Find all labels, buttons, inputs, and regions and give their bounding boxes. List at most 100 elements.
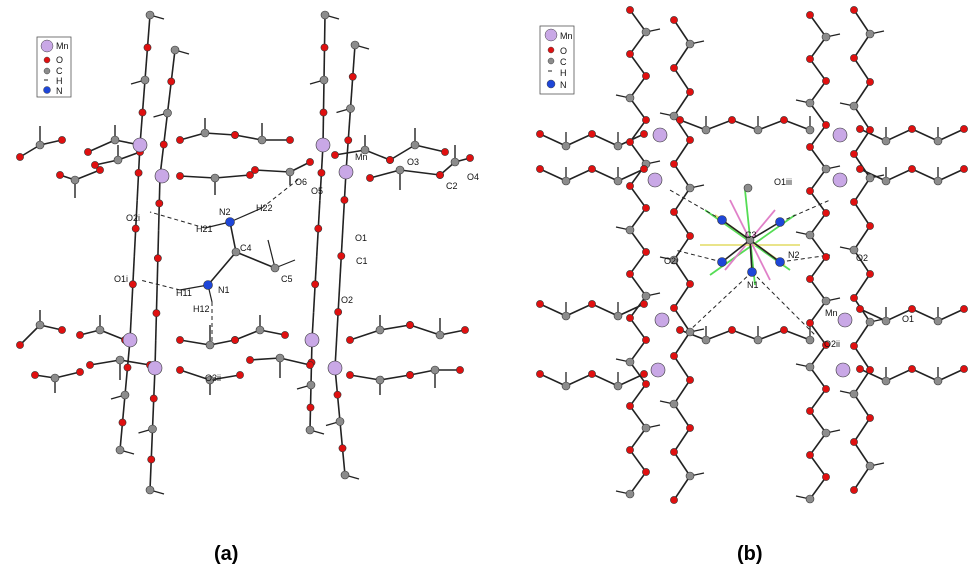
atom-o xyxy=(960,365,968,373)
atom-o xyxy=(670,208,678,216)
label-o3: O3 xyxy=(407,157,419,167)
bond xyxy=(591,168,619,182)
bond xyxy=(853,321,871,347)
label-h11: H11 xyxy=(176,288,192,298)
bond xyxy=(629,9,647,33)
bond xyxy=(853,441,871,467)
atom-c xyxy=(145,10,155,20)
label-o2: O2 xyxy=(341,295,353,305)
bond xyxy=(235,251,276,269)
atom-c xyxy=(319,75,329,85)
label-n1: N1 xyxy=(747,280,759,290)
bond xyxy=(853,393,871,419)
atom-c xyxy=(340,470,350,480)
atom-o xyxy=(314,224,323,233)
atom-c xyxy=(641,291,651,301)
bond xyxy=(414,144,446,153)
atom-o xyxy=(856,125,864,133)
atom-c xyxy=(669,399,679,409)
bond xyxy=(154,313,158,341)
atom-o xyxy=(311,280,320,289)
atom-o xyxy=(86,361,94,369)
atom-mn xyxy=(327,360,343,376)
atom-o xyxy=(286,136,294,144)
atom-n xyxy=(717,215,727,225)
atom-o xyxy=(159,140,168,149)
bond xyxy=(229,221,237,253)
bond xyxy=(853,177,871,203)
atom-c xyxy=(805,98,815,108)
bond xyxy=(249,357,281,361)
atom-o xyxy=(346,371,354,379)
bond xyxy=(911,128,939,142)
label-n1: N1 xyxy=(218,285,230,295)
bond xyxy=(809,476,827,500)
legend-a-mn: Mn xyxy=(56,41,69,51)
atom-o xyxy=(436,171,444,179)
legend-a-c: C xyxy=(56,66,63,76)
atom-c xyxy=(561,176,571,186)
atom-o xyxy=(176,172,184,180)
bond xyxy=(673,19,691,45)
bond xyxy=(267,239,276,269)
atom-o xyxy=(331,151,339,159)
bond xyxy=(809,36,827,60)
hydrogen-bond xyxy=(779,199,831,223)
atom-o xyxy=(461,326,469,334)
bond xyxy=(629,383,647,407)
legend-c-icon xyxy=(547,57,555,65)
atom-c xyxy=(561,311,571,321)
atom-c xyxy=(753,335,763,345)
atom-o xyxy=(822,77,830,85)
atom-o xyxy=(167,77,176,86)
atom-o xyxy=(536,165,544,173)
label-h12: H12 xyxy=(193,304,210,314)
atom-o xyxy=(626,270,634,278)
atom-n xyxy=(203,280,213,290)
legend-c-icon xyxy=(43,67,51,75)
legend-a-h: H xyxy=(56,76,63,86)
atom-c xyxy=(50,373,60,383)
label-o1iii: O1iii xyxy=(774,177,792,187)
atom-o xyxy=(670,16,678,24)
label-c5: C5 xyxy=(281,274,293,284)
bond xyxy=(853,225,871,251)
atom-o xyxy=(588,370,596,378)
atom-o xyxy=(866,126,874,134)
atom-o xyxy=(686,136,694,144)
atom-mn xyxy=(647,172,663,188)
bond xyxy=(340,227,344,257)
bond xyxy=(679,119,707,131)
bond xyxy=(673,139,691,165)
atom-c xyxy=(613,381,623,391)
panel-a-legend: Mn O C H N xyxy=(36,36,72,98)
hydrogen-bond xyxy=(261,177,301,209)
atom-o xyxy=(152,309,161,318)
bond xyxy=(379,374,411,381)
atom-o xyxy=(640,130,648,138)
atom-o xyxy=(96,166,104,174)
bond xyxy=(911,308,939,322)
atom-o xyxy=(686,376,694,384)
bond xyxy=(565,168,593,182)
atom-o xyxy=(317,168,326,177)
atom-o xyxy=(246,356,254,364)
atom-c xyxy=(320,10,330,20)
atom-o xyxy=(406,321,414,329)
atom-c xyxy=(849,245,859,255)
bond xyxy=(809,432,827,456)
bond xyxy=(937,128,965,142)
bond xyxy=(673,283,691,309)
atom-o xyxy=(686,424,694,432)
bond xyxy=(399,169,441,176)
bond xyxy=(207,251,237,286)
bond xyxy=(673,427,691,453)
bond xyxy=(179,369,211,381)
panel-b-labels: O1iii C3 O2i N2 O2 N1 Mn O1 O2ii xyxy=(664,177,914,349)
bond xyxy=(853,249,871,275)
atom-mn xyxy=(147,360,163,376)
atom-o xyxy=(319,108,328,117)
panel-b-atoms xyxy=(536,6,968,504)
hydrogen-bond xyxy=(751,271,816,336)
